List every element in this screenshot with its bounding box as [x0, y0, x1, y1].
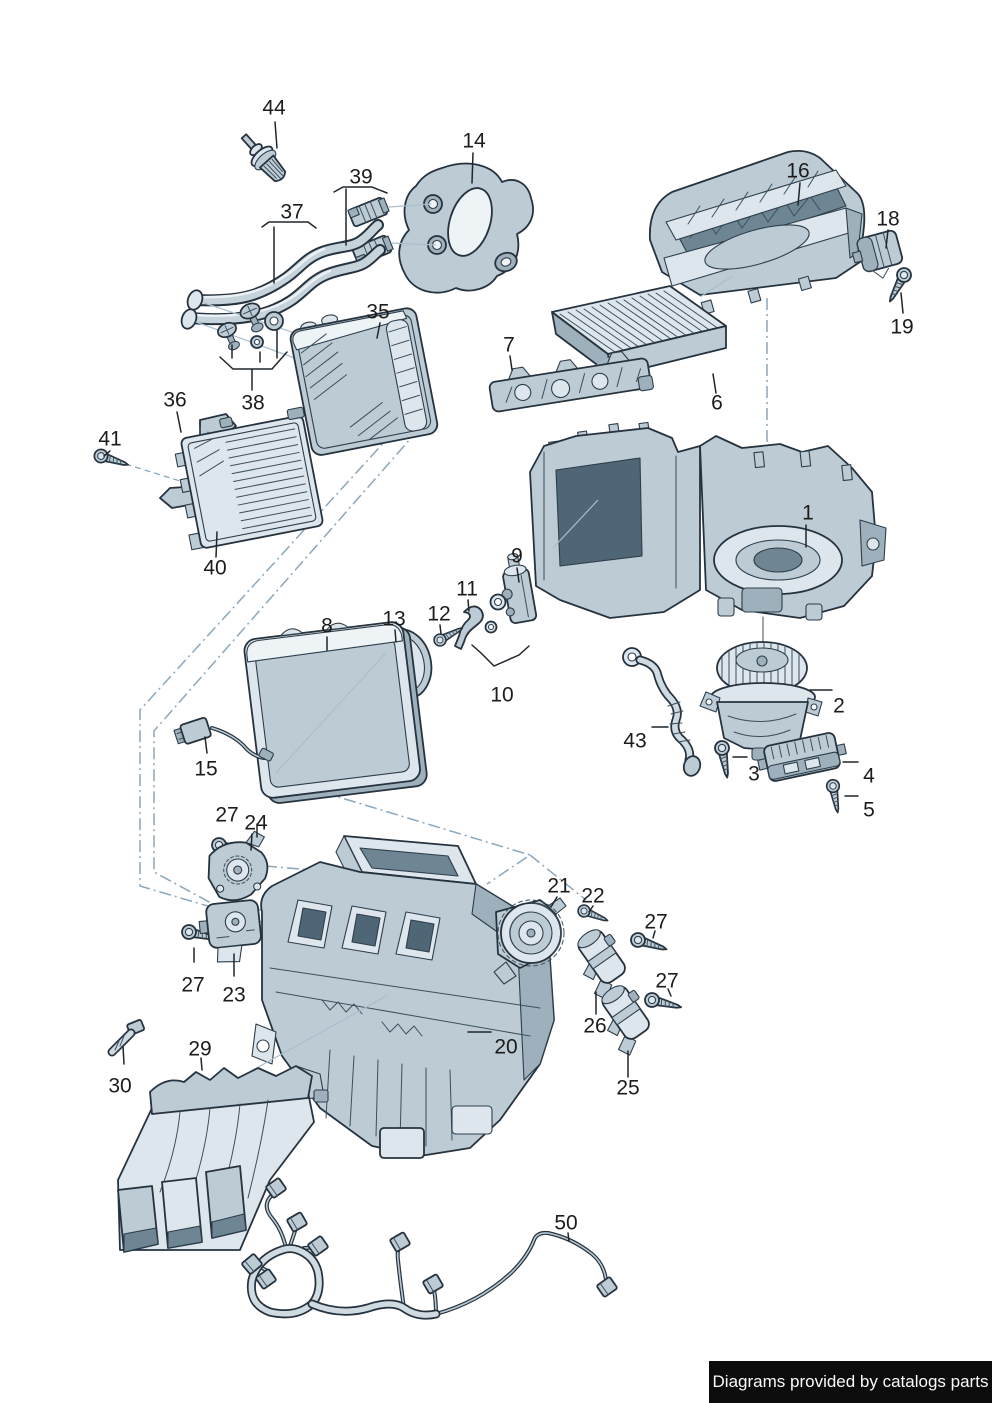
part-label-3[interactable]: 3	[748, 762, 760, 786]
part-16-intake-housing	[649, 149, 866, 315]
part-label-5[interactable]: 5	[863, 798, 875, 822]
part-label-41[interactable]: 41	[98, 427, 122, 451]
part-label-9[interactable]: 9	[511, 544, 523, 568]
part-label-10[interactable]: 10	[490, 683, 514, 707]
part-label-23[interactable]: 23	[222, 983, 246, 1007]
part-14-gasket	[398, 162, 534, 294]
provider-banner-text: Diagrams provided by catalogs parts	[712, 1372, 989, 1391]
part-label-22[interactable]: 22	[581, 884, 605, 908]
part-label-20[interactable]: 20	[494, 1035, 518, 1059]
part-label-14[interactable]: 14	[462, 129, 486, 153]
part-50-wiring-harness	[240, 1176, 619, 1320]
part-label-38[interactable]: 38	[241, 391, 265, 415]
part-label-26[interactable]: 26	[583, 1014, 607, 1038]
part-41-screw	[91, 446, 132, 472]
part-27-screw-b	[628, 930, 670, 957]
part-label-1[interactable]: 1	[802, 501, 814, 525]
part-label-27-c[interactable]: 27	[655, 969, 679, 993]
leader-lines	[103, 121, 904, 1242]
part-label-18[interactable]: 18	[876, 207, 900, 231]
part-19-screw	[882, 264, 915, 306]
part-label-36[interactable]: 36	[163, 388, 187, 412]
part-1-blower-housing	[529, 421, 887, 621]
part-label-40[interactable]: 40	[203, 556, 227, 580]
part-7-filter-frame	[488, 350, 654, 413]
part-label-16[interactable]: 16	[786, 159, 810, 183]
part-label-4[interactable]: 4	[863, 764, 875, 788]
part-label-25[interactable]: 25	[616, 1076, 640, 1100]
part-29-footwell-duct	[117, 1065, 329, 1253]
part-35-heater-core	[289, 307, 439, 456]
part-label-44[interactable]: 44	[262, 96, 286, 120]
part-20-distribution-housing	[251, 835, 555, 1159]
part-9-expansion-valve	[501, 553, 538, 625]
part-11-clip	[454, 605, 484, 650]
part-label-24[interactable]: 24	[244, 811, 268, 835]
part-23-servo-motor	[198, 899, 262, 963]
part-44-bleed-valve	[240, 133, 287, 182]
part-label-35[interactable]: 35	[366, 300, 390, 324]
part-10-seals	[484, 593, 507, 634]
part-24-servo-motor	[207, 830, 269, 902]
part-label-11[interactable]: 11	[456, 577, 478, 601]
part-8-evaporator	[243, 621, 428, 804]
part-label-27-a[interactable]: 27	[215, 803, 239, 827]
part-40-auxiliary-heater	[174, 406, 324, 551]
part-label-43[interactable]: 43	[623, 729, 647, 753]
part-label-15[interactable]: 15	[194, 757, 218, 781]
part-label-2[interactable]: 2	[833, 694, 845, 718]
part-label-29[interactable]: 29	[188, 1037, 212, 1061]
part-30-bolt	[107, 1019, 145, 1057]
part-label-6[interactable]: 6	[711, 391, 723, 415]
part-label-39[interactable]: 39	[349, 165, 373, 189]
part-label-7[interactable]: 7	[503, 333, 515, 357]
part-27-screw-c	[642, 990, 684, 1015]
part-label-8[interactable]: 8	[321, 614, 333, 638]
part-43-drain-hose	[622, 647, 702, 777]
part-15-temperature-sensor	[173, 716, 274, 762]
part-2-blower-motor	[699, 616, 823, 761]
part-label-19[interactable]: 19	[890, 315, 914, 339]
part-label-27-d[interactable]: 27	[181, 973, 205, 997]
part-3-screw	[712, 738, 736, 780]
part-label-12[interactable]: 12	[427, 602, 451, 626]
part-21-servo-motor	[493, 897, 567, 985]
part-5-screw	[824, 777, 845, 815]
part-label-27-b[interactable]: 27	[644, 910, 668, 934]
part-label-37[interactable]: 37	[280, 200, 304, 224]
part-label-50[interactable]: 50	[554, 1211, 578, 1235]
part-label-30[interactable]: 30	[108, 1074, 132, 1098]
part-4-control-module	[757, 732, 847, 782]
part-label-21[interactable]: 21	[547, 874, 571, 898]
part-18-actuator	[851, 229, 904, 279]
part-label-13[interactable]: 13	[382, 607, 406, 631]
provider-banner: Diagrams provided by catalogs parts	[709, 1361, 992, 1403]
